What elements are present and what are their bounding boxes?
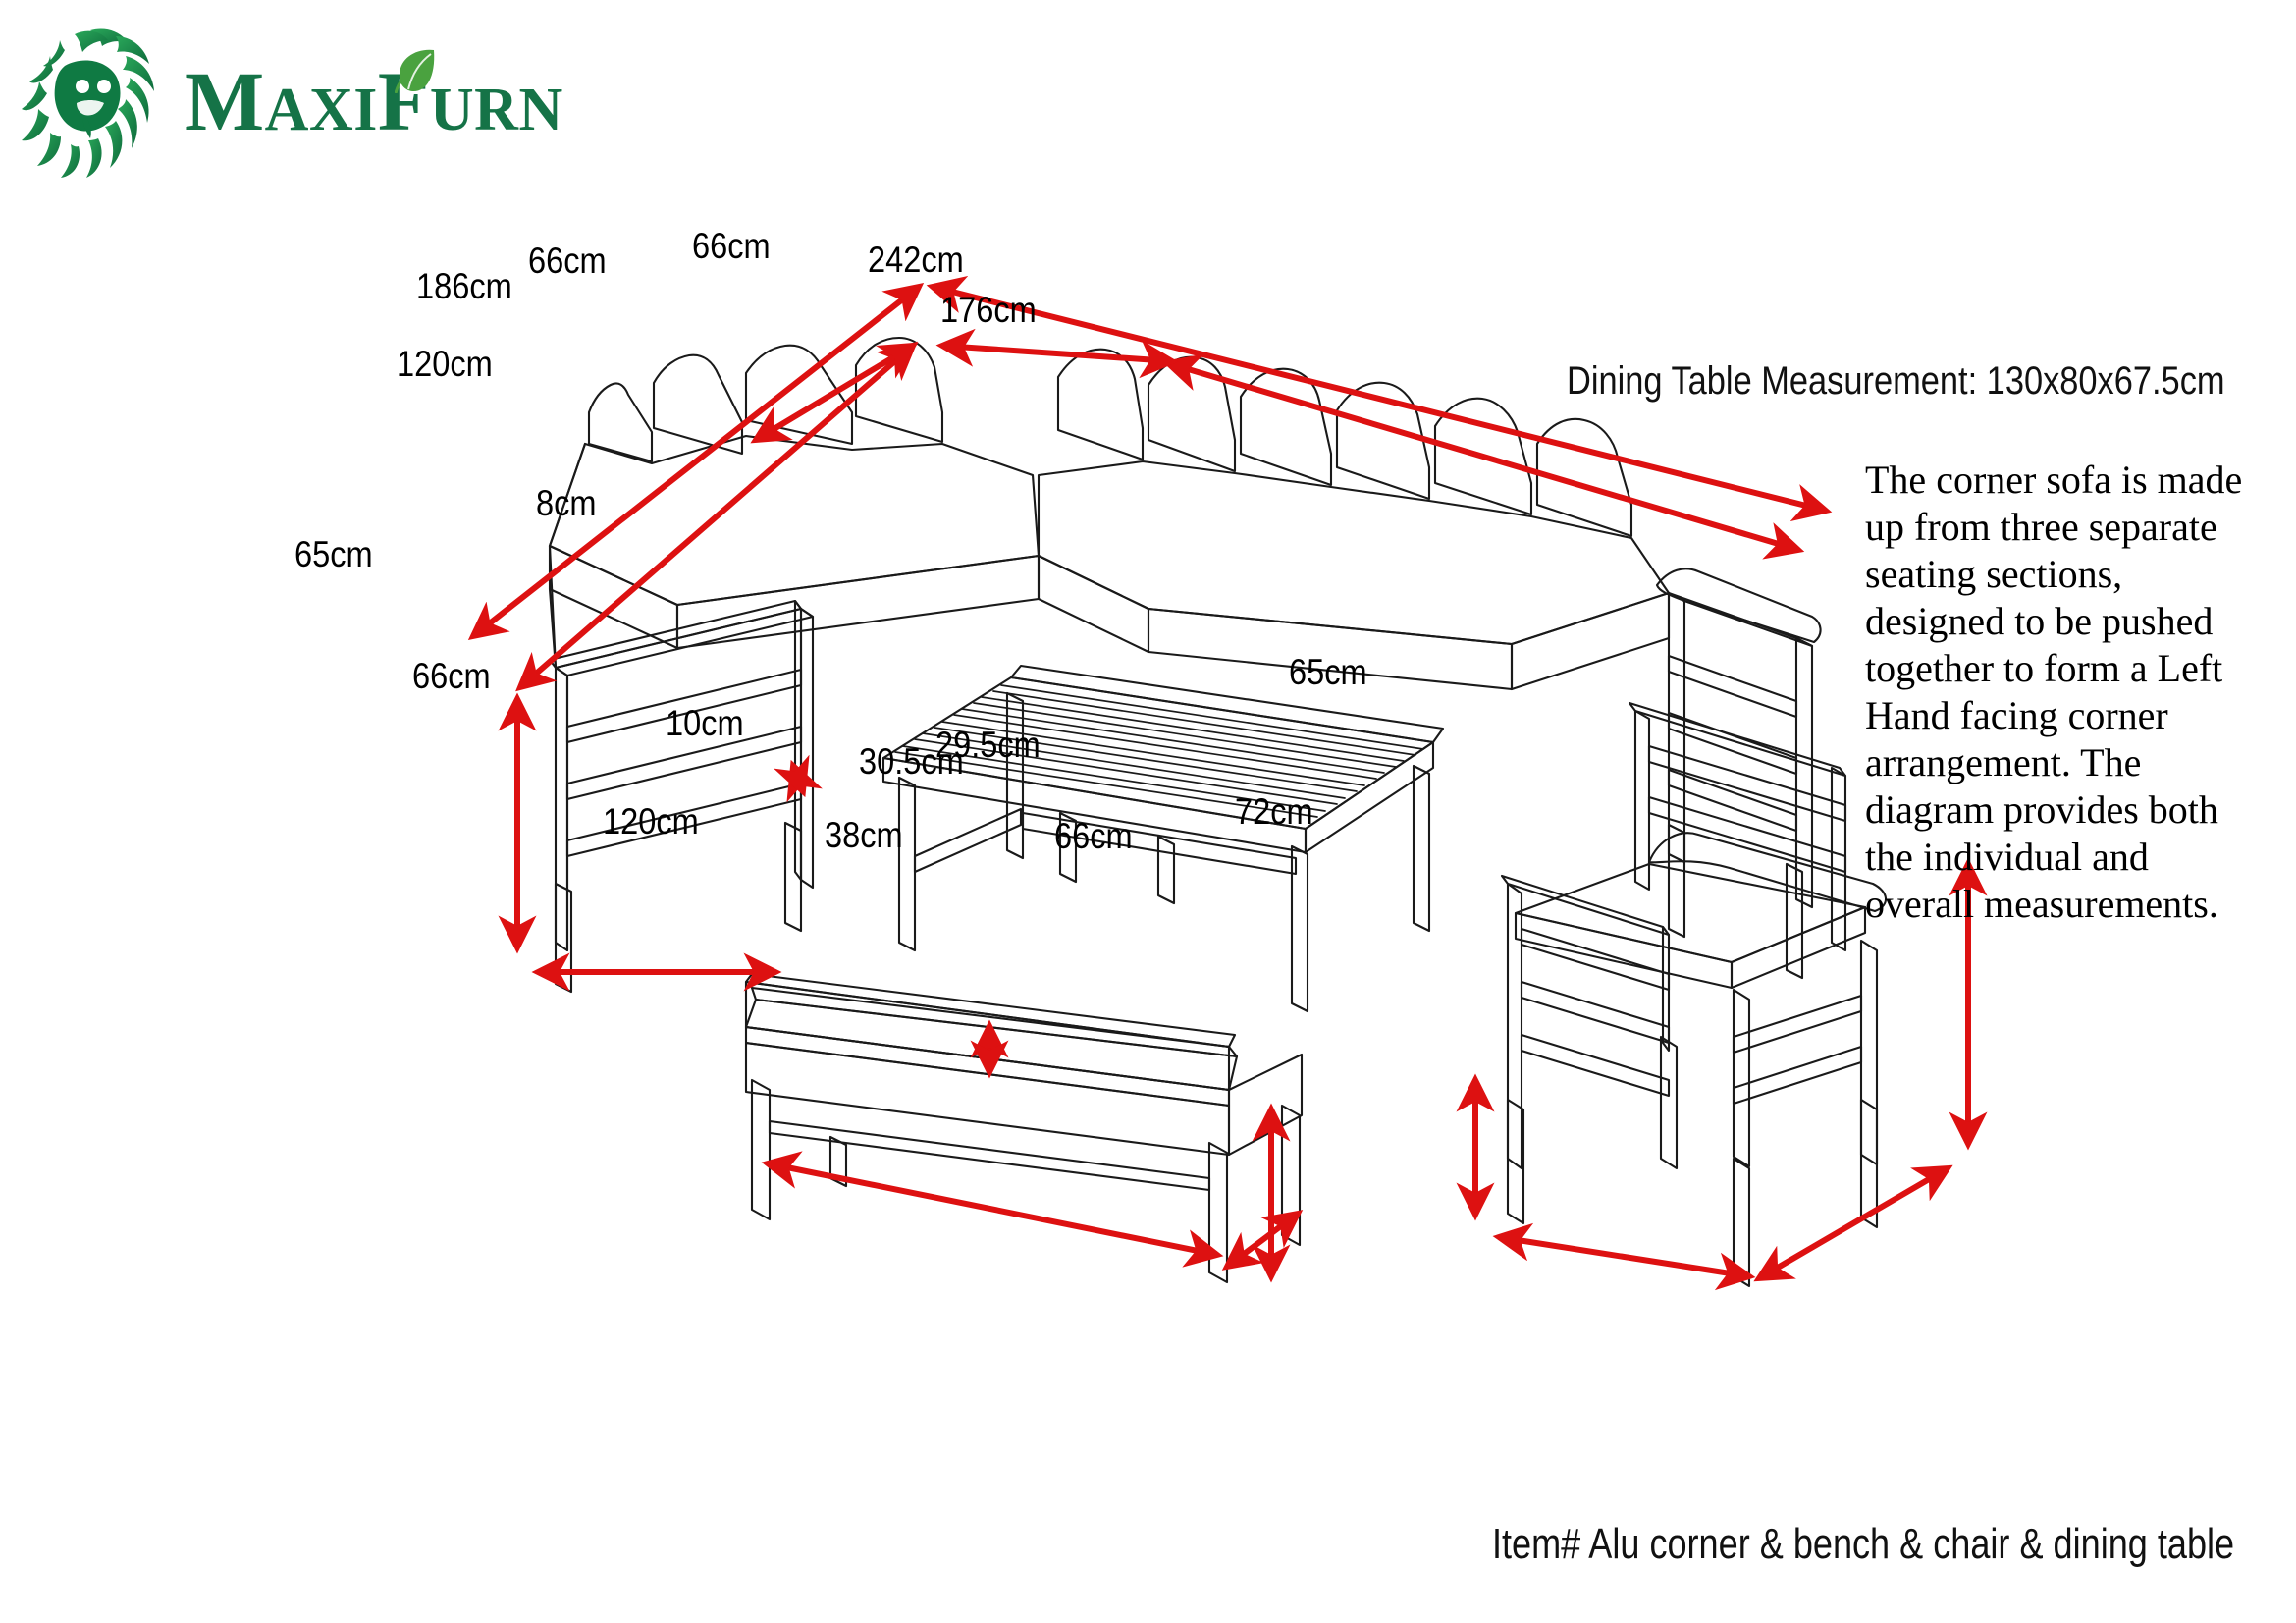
sofa-outline <box>548 336 1888 1288</box>
lion-head-icon <box>22 28 154 178</box>
dim-label-65cm-chair: 65cm <box>1289 652 1367 692</box>
dim-label-120cm-bench: 120cm <box>603 801 699 841</box>
dimension-arrows <box>467 275 1988 1291</box>
leaf-icon <box>395 49 435 93</box>
dim-label-38cm: 38cm <box>825 815 903 855</box>
dining-table-measurement-note: Dining Table Measurement: 130x80x67.5cm <box>1567 359 2225 403</box>
dim-line-38 <box>1221 1210 1304 1271</box>
brand-letters-urn: URN <box>429 76 563 143</box>
dim-line-66-corner <box>935 328 1179 379</box>
dim-label-242cm: 242cm <box>868 240 964 280</box>
dim-line-176 <box>1161 353 1805 560</box>
sofa-description-text: The corner sofa is made up from three se… <box>1865 458 2243 926</box>
brand-letter-m: M <box>185 53 265 148</box>
dim-label-66cm-depth: 66cm <box>412 656 491 696</box>
dim-label-176cm: 176cm <box>940 290 1037 330</box>
dim-line-186 <box>467 282 925 641</box>
dim-line-66-left <box>750 342 919 444</box>
dim-label-66cm-chair: 66cm <box>1054 816 1133 856</box>
dim-label-10cm: 10cm <box>666 703 744 743</box>
dim-label-66cm-left-seat: 66cm <box>528 241 607 281</box>
item-caption: Item# Alu corner & bench & chair & dinin… <box>1492 1520 2235 1568</box>
dim-line-120-bench <box>761 1151 1224 1268</box>
brand-letters-axi: AXI <box>264 76 378 143</box>
dim-line-8 <box>774 754 823 803</box>
dim-label-65cm-sofa: 65cm <box>294 534 373 574</box>
dim-label-29-5cm: 29.5cm <box>935 725 1041 765</box>
dim-line-66-chair <box>1492 1222 1756 1291</box>
dim-label-186cm: 186cm <box>416 266 512 306</box>
dim-label-72cm: 72cm <box>1235 791 1313 832</box>
brand-wordmark: MAXIFURN <box>185 49 563 150</box>
dim-label-66cm-corner: 66cm <box>692 226 771 266</box>
dim-label-8cm: 8cm <box>536 483 597 523</box>
dim-line-72 <box>1753 1164 1953 1282</box>
dim-label-120cm-sofa: 120cm <box>397 344 493 384</box>
brand-logo: MAXIFURN <box>22 10 562 191</box>
dim-label-30-5cm: 30.5cm <box>859 741 964 782</box>
